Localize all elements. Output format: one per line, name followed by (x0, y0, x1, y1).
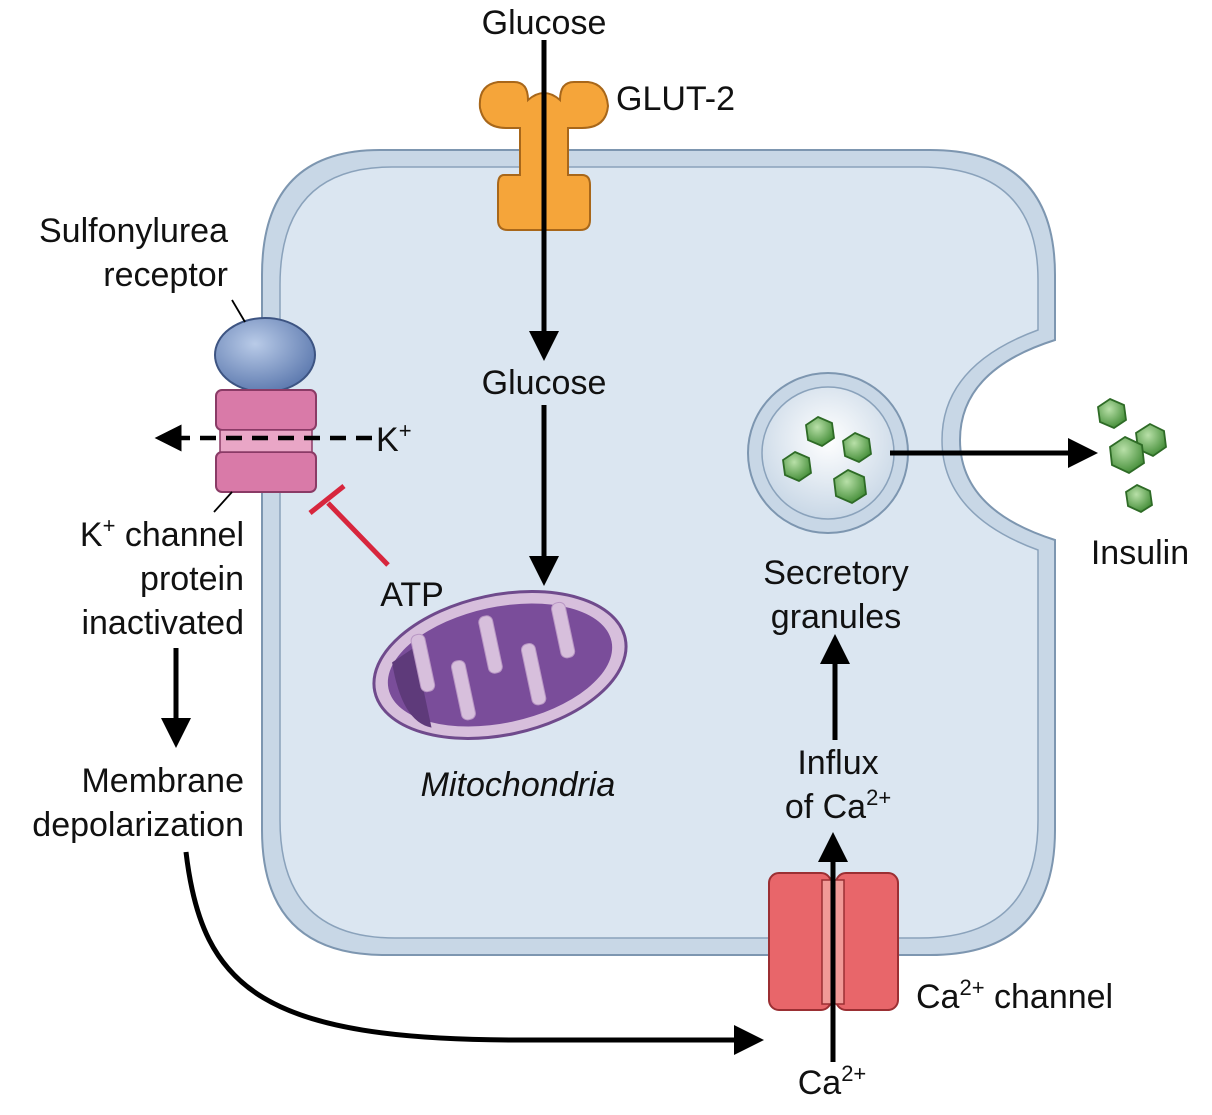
label-k-channel-line1: K+ channel (80, 513, 244, 554)
label-ca-bottom: Ca2+ (798, 1061, 867, 1102)
label-secretory: Secretory (763, 554, 909, 592)
released-insulin (1097, 397, 1167, 514)
arrow-depolarization-to-ca-channel (183, 851, 764, 1055)
k-channel-protein (215, 389, 317, 493)
atp-inhibition (308, 484, 390, 567)
insulin-hexamer (1109, 435, 1145, 475)
cell-cytoplasm (279, 166, 1039, 939)
label-insulin: Insulin (1091, 534, 1189, 572)
insulin-hexamer (782, 450, 812, 483)
label-influx: Influx (797, 744, 878, 782)
leader-k-channel (213, 491, 233, 513)
sulfonylurea-receptor (214, 317, 316, 393)
insulin-hexamer (805, 415, 835, 448)
label-membrane: Membrane (81, 762, 244, 800)
label-ca-channel: Ca2+ channel (916, 975, 1113, 1016)
label-k-ion: K+ (376, 418, 412, 459)
label-receptor: receptor (103, 256, 228, 294)
label-sulfonylurea: Sulfonylurea (39, 212, 228, 250)
insulin-hexamer (1097, 397, 1127, 430)
secretory-granule (747, 372, 909, 534)
label-granules: granules (771, 598, 901, 636)
label-mitochondria: Mitochondria (421, 766, 616, 804)
insulin-hexamer (1125, 483, 1153, 514)
insulin-hexamer (1135, 422, 1167, 458)
label-depolarization: depolarization (32, 806, 244, 844)
label-glucose-top: Glucose (482, 4, 607, 42)
insulin-hexamer (842, 431, 872, 464)
label-k-channel-line2: protein (140, 560, 244, 598)
label-of-ca: of Ca2+ (785, 785, 891, 826)
beta-cell (261, 149, 1056, 956)
label-k-channel-line3: inactivated (81, 604, 244, 642)
insulin-hexamer (833, 468, 867, 505)
leader-sulfonylurea (231, 299, 246, 323)
label-glut2: GLUT-2 (616, 80, 735, 118)
label-atp: ATP (380, 576, 444, 614)
label-glucose-mid: Glucose (482, 364, 607, 402)
mitochondrion (372, 590, 628, 740)
